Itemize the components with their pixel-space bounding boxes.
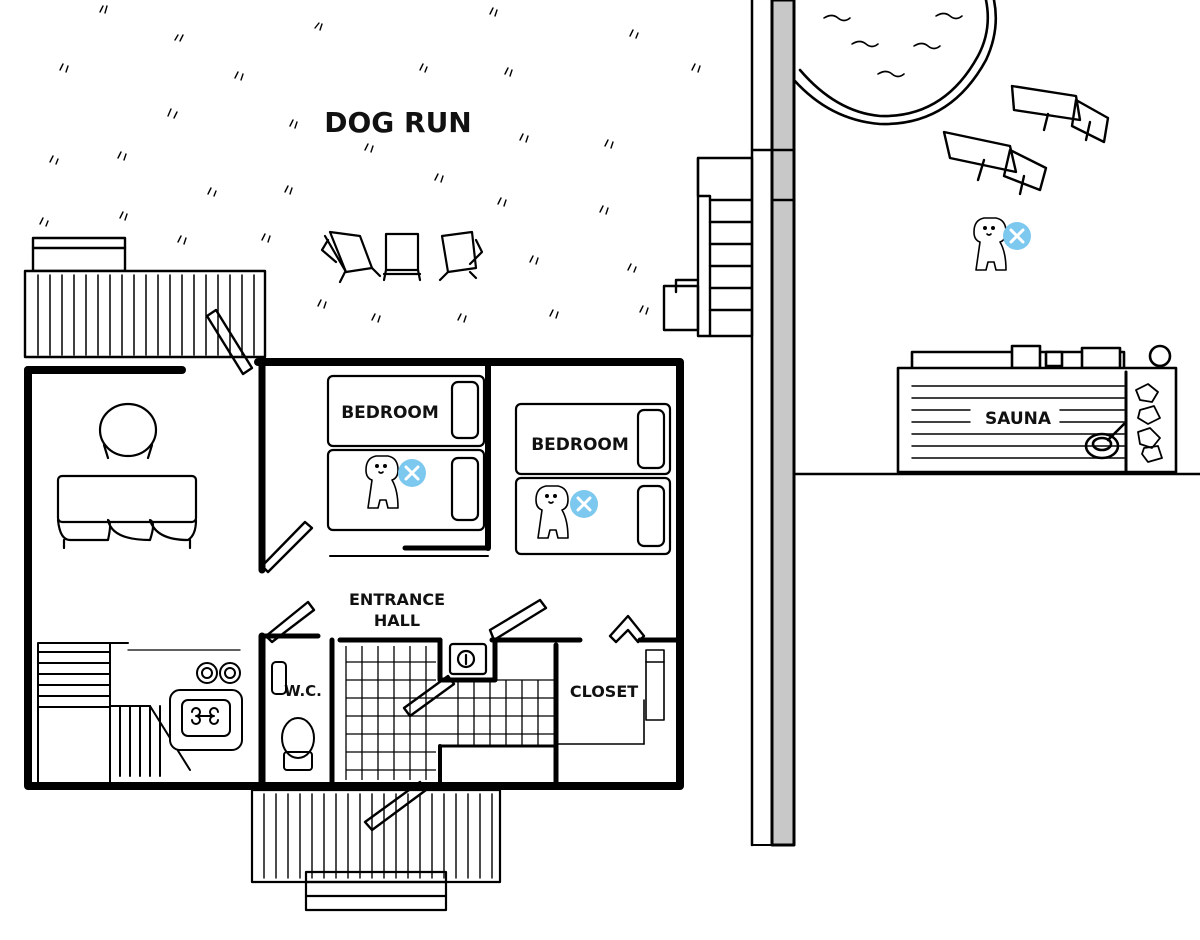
sauna-label: SAUNA	[985, 409, 1052, 429]
sun-loungers	[942, 84, 1110, 196]
bone-icon	[191, 707, 219, 725]
outdoor-steps	[662, 148, 796, 338]
grass-tufts	[39, 5, 701, 323]
sauna-stones	[1135, 383, 1163, 463]
pool	[792, 0, 998, 126]
front-porch	[250, 788, 502, 912]
stairs-and-dogbed	[37, 642, 243, 784]
fence	[750, 0, 796, 847]
living-room	[56, 402, 198, 550]
closet-fixtures	[555, 649, 665, 745]
back-deck	[23, 236, 267, 359]
bedroom-1-beds	[326, 374, 486, 532]
sofa	[56, 474, 198, 524]
house-walls	[24, 358, 684, 790]
round-table	[98, 402, 158, 458]
found-dog-bedroom-1[interactable]	[365, 455, 426, 509]
dog-icon	[535, 485, 569, 539]
sauna	[896, 344, 1178, 474]
doors	[205, 308, 646, 832]
sink	[448, 642, 488, 676]
dog-icon	[973, 217, 1007, 271]
entrance-hall-label-line2: HALL	[374, 611, 420, 630]
toilet	[281, 717, 315, 759]
sauna-bucket	[1084, 432, 1120, 460]
chairs-row	[320, 230, 484, 284]
found-dog-bedroom-2[interactable]	[535, 485, 598, 539]
bedroom-2-label: BEDROOM	[531, 435, 629, 455]
bedroom-2-beds	[514, 402, 672, 556]
bedroom-1-label: BEDROOM	[341, 403, 439, 423]
closet-label: CLOSET	[570, 682, 638, 701]
wc-label: W.C.	[284, 682, 322, 700]
dog-run-label: DOG RUN	[324, 106, 472, 139]
entrance-hall-label-line1: ENTRANCE	[349, 590, 445, 609]
chair-middle	[382, 232, 422, 282]
chair-right	[438, 230, 484, 282]
chair-left	[320, 230, 382, 284]
found-dog-poolside[interactable]	[973, 217, 1031, 271]
wc-fixtures	[271, 661, 315, 771]
dog-icon	[365, 455, 399, 509]
bathroom-tiles	[345, 646, 556, 780]
